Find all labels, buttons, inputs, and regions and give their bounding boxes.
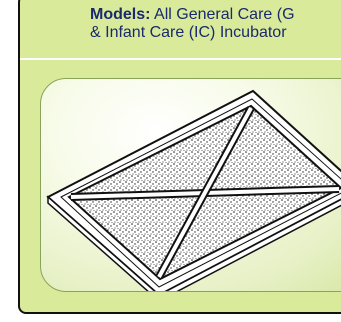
filter-pad-illustration xyxy=(46,89,341,291)
models-value-1: All General Care (G xyxy=(150,6,295,23)
filter-inner-rim xyxy=(60,98,341,288)
models-text: Models: All General Care (G & Infant Car… xyxy=(90,6,341,42)
filter-frame-side xyxy=(47,195,156,291)
divider xyxy=(20,58,341,60)
models-line-1: Models: All General Care (G xyxy=(90,6,341,24)
filter-frame-side-2 xyxy=(165,198,341,291)
product-panel: Models: All General Care (G & Infant Car… xyxy=(18,0,341,314)
models-label: Models: xyxy=(90,6,151,23)
support-bar-2-highlight xyxy=(157,107,253,278)
models-line-2: & Infant Care (IC) Incubator xyxy=(90,24,287,41)
product-image-frame xyxy=(40,78,341,292)
